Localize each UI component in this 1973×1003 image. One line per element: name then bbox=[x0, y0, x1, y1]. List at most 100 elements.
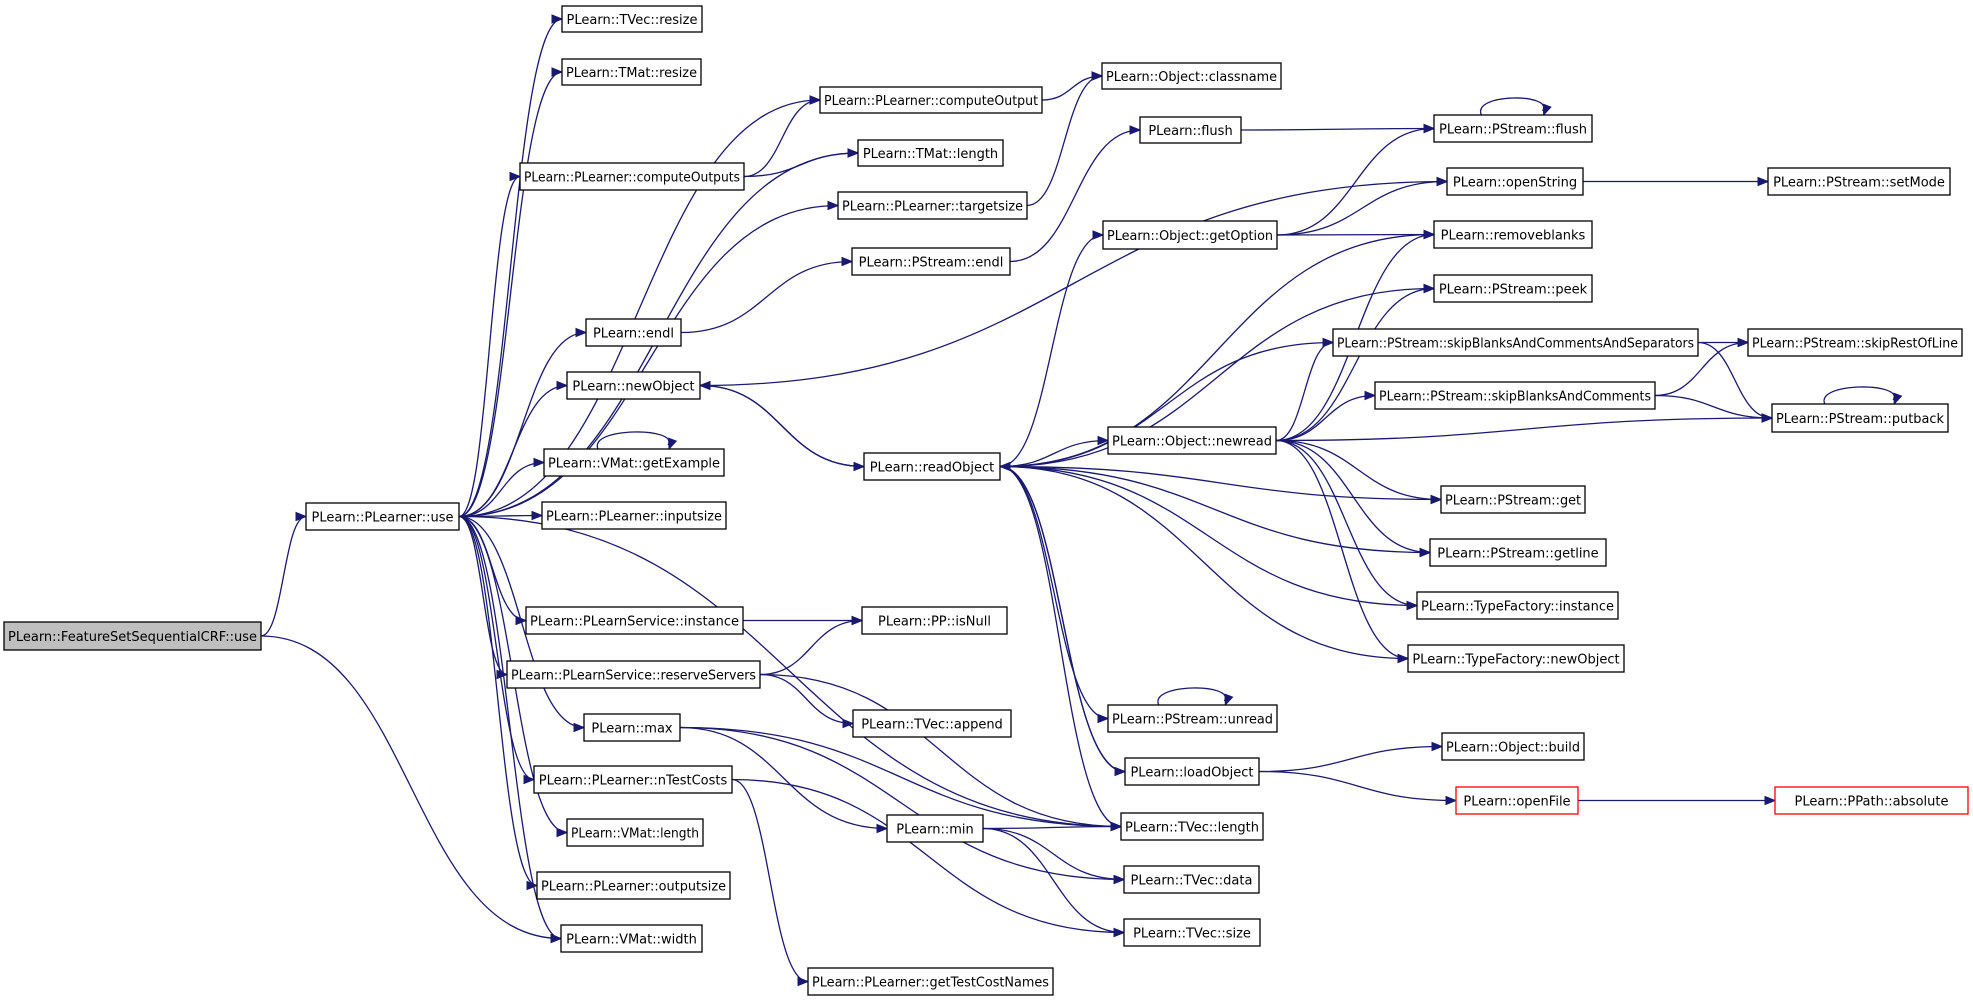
edge-fsscrf-use-to-pl-use bbox=[260, 511, 308, 637]
node-label: PLearn::endl bbox=[593, 327, 674, 342]
node-label: PLearn::min bbox=[896, 823, 973, 838]
node-vmat-length[interactable]: PLearn::VMat::length bbox=[566, 818, 704, 847]
edge-arrowhead bbox=[1430, 494, 1443, 505]
node-tvec-size[interactable]: PLearn::TVec::size bbox=[1123, 918, 1261, 947]
node-pl-use[interactable]: PLearn::PLearner::use bbox=[305, 502, 460, 531]
edge-line bbox=[1275, 439, 1418, 607]
node-gettestcostnames[interactable]: PLearn::PLearner::getTestCostNames bbox=[807, 967, 1054, 996]
node-label: PLearn::TVec::resize bbox=[567, 13, 698, 28]
node-pp-isnull[interactable]: PLearn::PP::isNull bbox=[861, 606, 1008, 635]
node-new-object[interactable]: PLearn::newObject bbox=[566, 371, 701, 400]
edge-arrowhead bbox=[1542, 103, 1552, 117]
node-label: PLearn::PLearner::getTestCostNames bbox=[812, 976, 1049, 991]
node-outputsize[interactable]: PLearn::PLearner::outputsize bbox=[536, 871, 731, 900]
node-label: PLearn::PLearner::outputsize bbox=[541, 880, 726, 895]
edge-arrowhead bbox=[668, 437, 678, 451]
node-box bbox=[566, 371, 701, 400]
edge-arrowhead bbox=[531, 510, 544, 521]
node-label: PLearn::openFile bbox=[1463, 795, 1570, 810]
node-obj-newread[interactable]: PLearn::Object::newread bbox=[1107, 426, 1277, 455]
edge-line bbox=[743, 152, 859, 178]
edge-line bbox=[458, 384, 568, 518]
node-box bbox=[1332, 328, 1699, 357]
node-max[interactable]: PLearn::max bbox=[583, 713, 681, 742]
node-label: PLearn::PStream::setMode bbox=[1773, 176, 1945, 191]
node-layer: PLearn::FeatureSetSequentialCRF::usePLea… bbox=[3, 5, 1969, 996]
node-label: PLearn::FeatureSetSequentialCRF::use bbox=[8, 630, 257, 645]
edge-min-to-tvec-size bbox=[982, 827, 1126, 938]
node-tvec-resize[interactable]: PLearn::TVec::resize bbox=[561, 5, 703, 33]
node-label: PLearn::newObject bbox=[572, 380, 694, 395]
edge-compute-outputs-to-compute-output bbox=[743, 95, 822, 178]
node-label: PLearn::PStream::getline bbox=[1437, 547, 1598, 562]
node-obj-build[interactable]: PLearn::Object::build bbox=[1441, 732, 1585, 761]
node-ps-setmode[interactable]: PLearn::PStream::setMode bbox=[1767, 167, 1951, 196]
node-tvec-data[interactable]: PLearn::TVec::data bbox=[1123, 865, 1260, 894]
node-tmat-length[interactable]: PLearn::TMat::length bbox=[857, 139, 1004, 167]
node-obj-getoption[interactable]: PLearn::Object::getOption bbox=[1102, 220, 1278, 250]
node-flush[interactable]: PLearn::flush bbox=[1139, 116, 1242, 144]
node-ps-skipbcs[interactable]: PLearn::PStream::skipBlanksAndCommentsAn… bbox=[1332, 328, 1699, 357]
edge-min-to-tvec-data bbox=[982, 827, 1126, 885]
node-min[interactable]: PLearn::min bbox=[886, 814, 984, 843]
node-endl[interactable]: PLearn::endl bbox=[585, 318, 682, 347]
edge-line bbox=[458, 71, 563, 518]
node-ps-peek[interactable]: PLearn::PStream::peek bbox=[1433, 274, 1593, 303]
node-box bbox=[560, 924, 703, 953]
node-ps-skipbc[interactable]: PLearn::PStream::skipBlanksAndComments bbox=[1374, 381, 1656, 410]
node-box bbox=[1123, 918, 1261, 947]
edge-ntestcosts-to-gettestcostnames bbox=[731, 778, 810, 987]
node-vmat-width[interactable]: PLearn::VMat::width bbox=[560, 924, 703, 953]
edge-arrowhead bbox=[827, 200, 840, 211]
node-label: PLearn::TypeFactory::instance bbox=[1421, 600, 1614, 615]
node-open-file[interactable]: PLearn::openFile bbox=[1455, 786, 1579, 815]
edge-line bbox=[999, 465, 1122, 828]
node-ppath-absolute[interactable]: PLearn::PPath::absolute bbox=[1774, 786, 1969, 815]
node-ps-getline[interactable]: PLearn::PStream::getline bbox=[1429, 538, 1607, 567]
node-label: PLearn::PP::isNull bbox=[878, 615, 991, 630]
node-load-object[interactable]: PLearn::loadObject bbox=[1124, 757, 1260, 786]
node-open-string[interactable]: PLearn::openString bbox=[1446, 167, 1584, 196]
node-pls-instance[interactable]: PLearn::PLearnService::instance bbox=[525, 606, 744, 635]
edge-arrowhead bbox=[1423, 229, 1436, 240]
edge-line bbox=[679, 726, 1122, 828]
node-label: PLearn::readObject bbox=[870, 461, 995, 476]
node-compute-output[interactable]: PLearn::PLearner::computeOutput bbox=[819, 86, 1043, 114]
edge-read-object-to-ps-getline bbox=[999, 465, 1432, 558]
node-ps-unread[interactable]: PLearn::PStream::unread bbox=[1107, 704, 1278, 733]
node-box bbox=[1107, 704, 1278, 733]
node-ps-endl[interactable]: PLearn::PStream::endl bbox=[851, 247, 1011, 276]
node-ps-flush[interactable]: PLearn::PStream::flush bbox=[1433, 114, 1593, 143]
node-vmat-getexample[interactable]: PLearn::VMat::getExample bbox=[543, 448, 725, 477]
edge-ps-putback-to-ps-putback bbox=[1823, 386, 1903, 406]
node-compute-outputs[interactable]: PLearn::PLearner::computeOutputs bbox=[519, 162, 745, 191]
node-box bbox=[1429, 538, 1607, 567]
node-tvec-length[interactable]: PLearn::TVec::length bbox=[1120, 812, 1264, 841]
edge-pl-use-to-vmat-getexample bbox=[458, 457, 546, 518]
node-tf-newobject[interactable]: PLearn::TypeFactory::newObject bbox=[1407, 644, 1625, 673]
node-ps-get[interactable]: PLearn::PStream::get bbox=[1440, 485, 1586, 514]
node-tvec-append[interactable]: PLearn::TVec::append bbox=[852, 709, 1012, 738]
edge-arrowhead bbox=[1423, 123, 1436, 134]
node-ntestcosts[interactable]: PLearn::PLearner::nTestCosts bbox=[533, 765, 733, 794]
node-targetsize[interactable]: PLearn::PLearner::targetsize bbox=[837, 191, 1028, 220]
node-removeblanks[interactable]: PLearn::removeblanks bbox=[1433, 220, 1593, 249]
node-read-object[interactable]: PLearn::readObject bbox=[863, 452, 1001, 481]
node-obj-classname[interactable]: PLearn::Object::classname bbox=[1101, 62, 1282, 90]
edge-arrowhead bbox=[1737, 337, 1750, 348]
node-tf-instance[interactable]: PLearn::TypeFactory::instance bbox=[1416, 591, 1619, 620]
node-tmat-resize[interactable]: PLearn::TMat::resize bbox=[561, 58, 702, 86]
node-fsscrf-use[interactable]: PLearn::FeatureSetSequentialCRF::use bbox=[3, 621, 262, 651]
node-reserve-servers[interactable]: PLearn::PLearnService::reserveServers bbox=[506, 660, 761, 689]
node-label: PLearn::Object::build bbox=[1446, 741, 1580, 756]
node-box bbox=[1102, 220, 1278, 250]
edge-arrowhead bbox=[1445, 795, 1458, 806]
edge-line bbox=[1258, 745, 1443, 773]
node-label: PLearn::TVec::data bbox=[1131, 874, 1253, 889]
node-ps-putback[interactable]: PLearn::PStream::putback bbox=[1771, 403, 1949, 433]
edge-arrowhead bbox=[1397, 653, 1410, 664]
edge-endl-to-ps-endl bbox=[680, 256, 854, 334]
node-inputsize[interactable]: PLearn::PLearner::inputsize bbox=[541, 501, 727, 530]
node-ps-skiprest[interactable]: PLearn::PStream::skipRestOfLine bbox=[1747, 328, 1963, 357]
node-label: PLearn::TMat::resize bbox=[566, 66, 697, 81]
